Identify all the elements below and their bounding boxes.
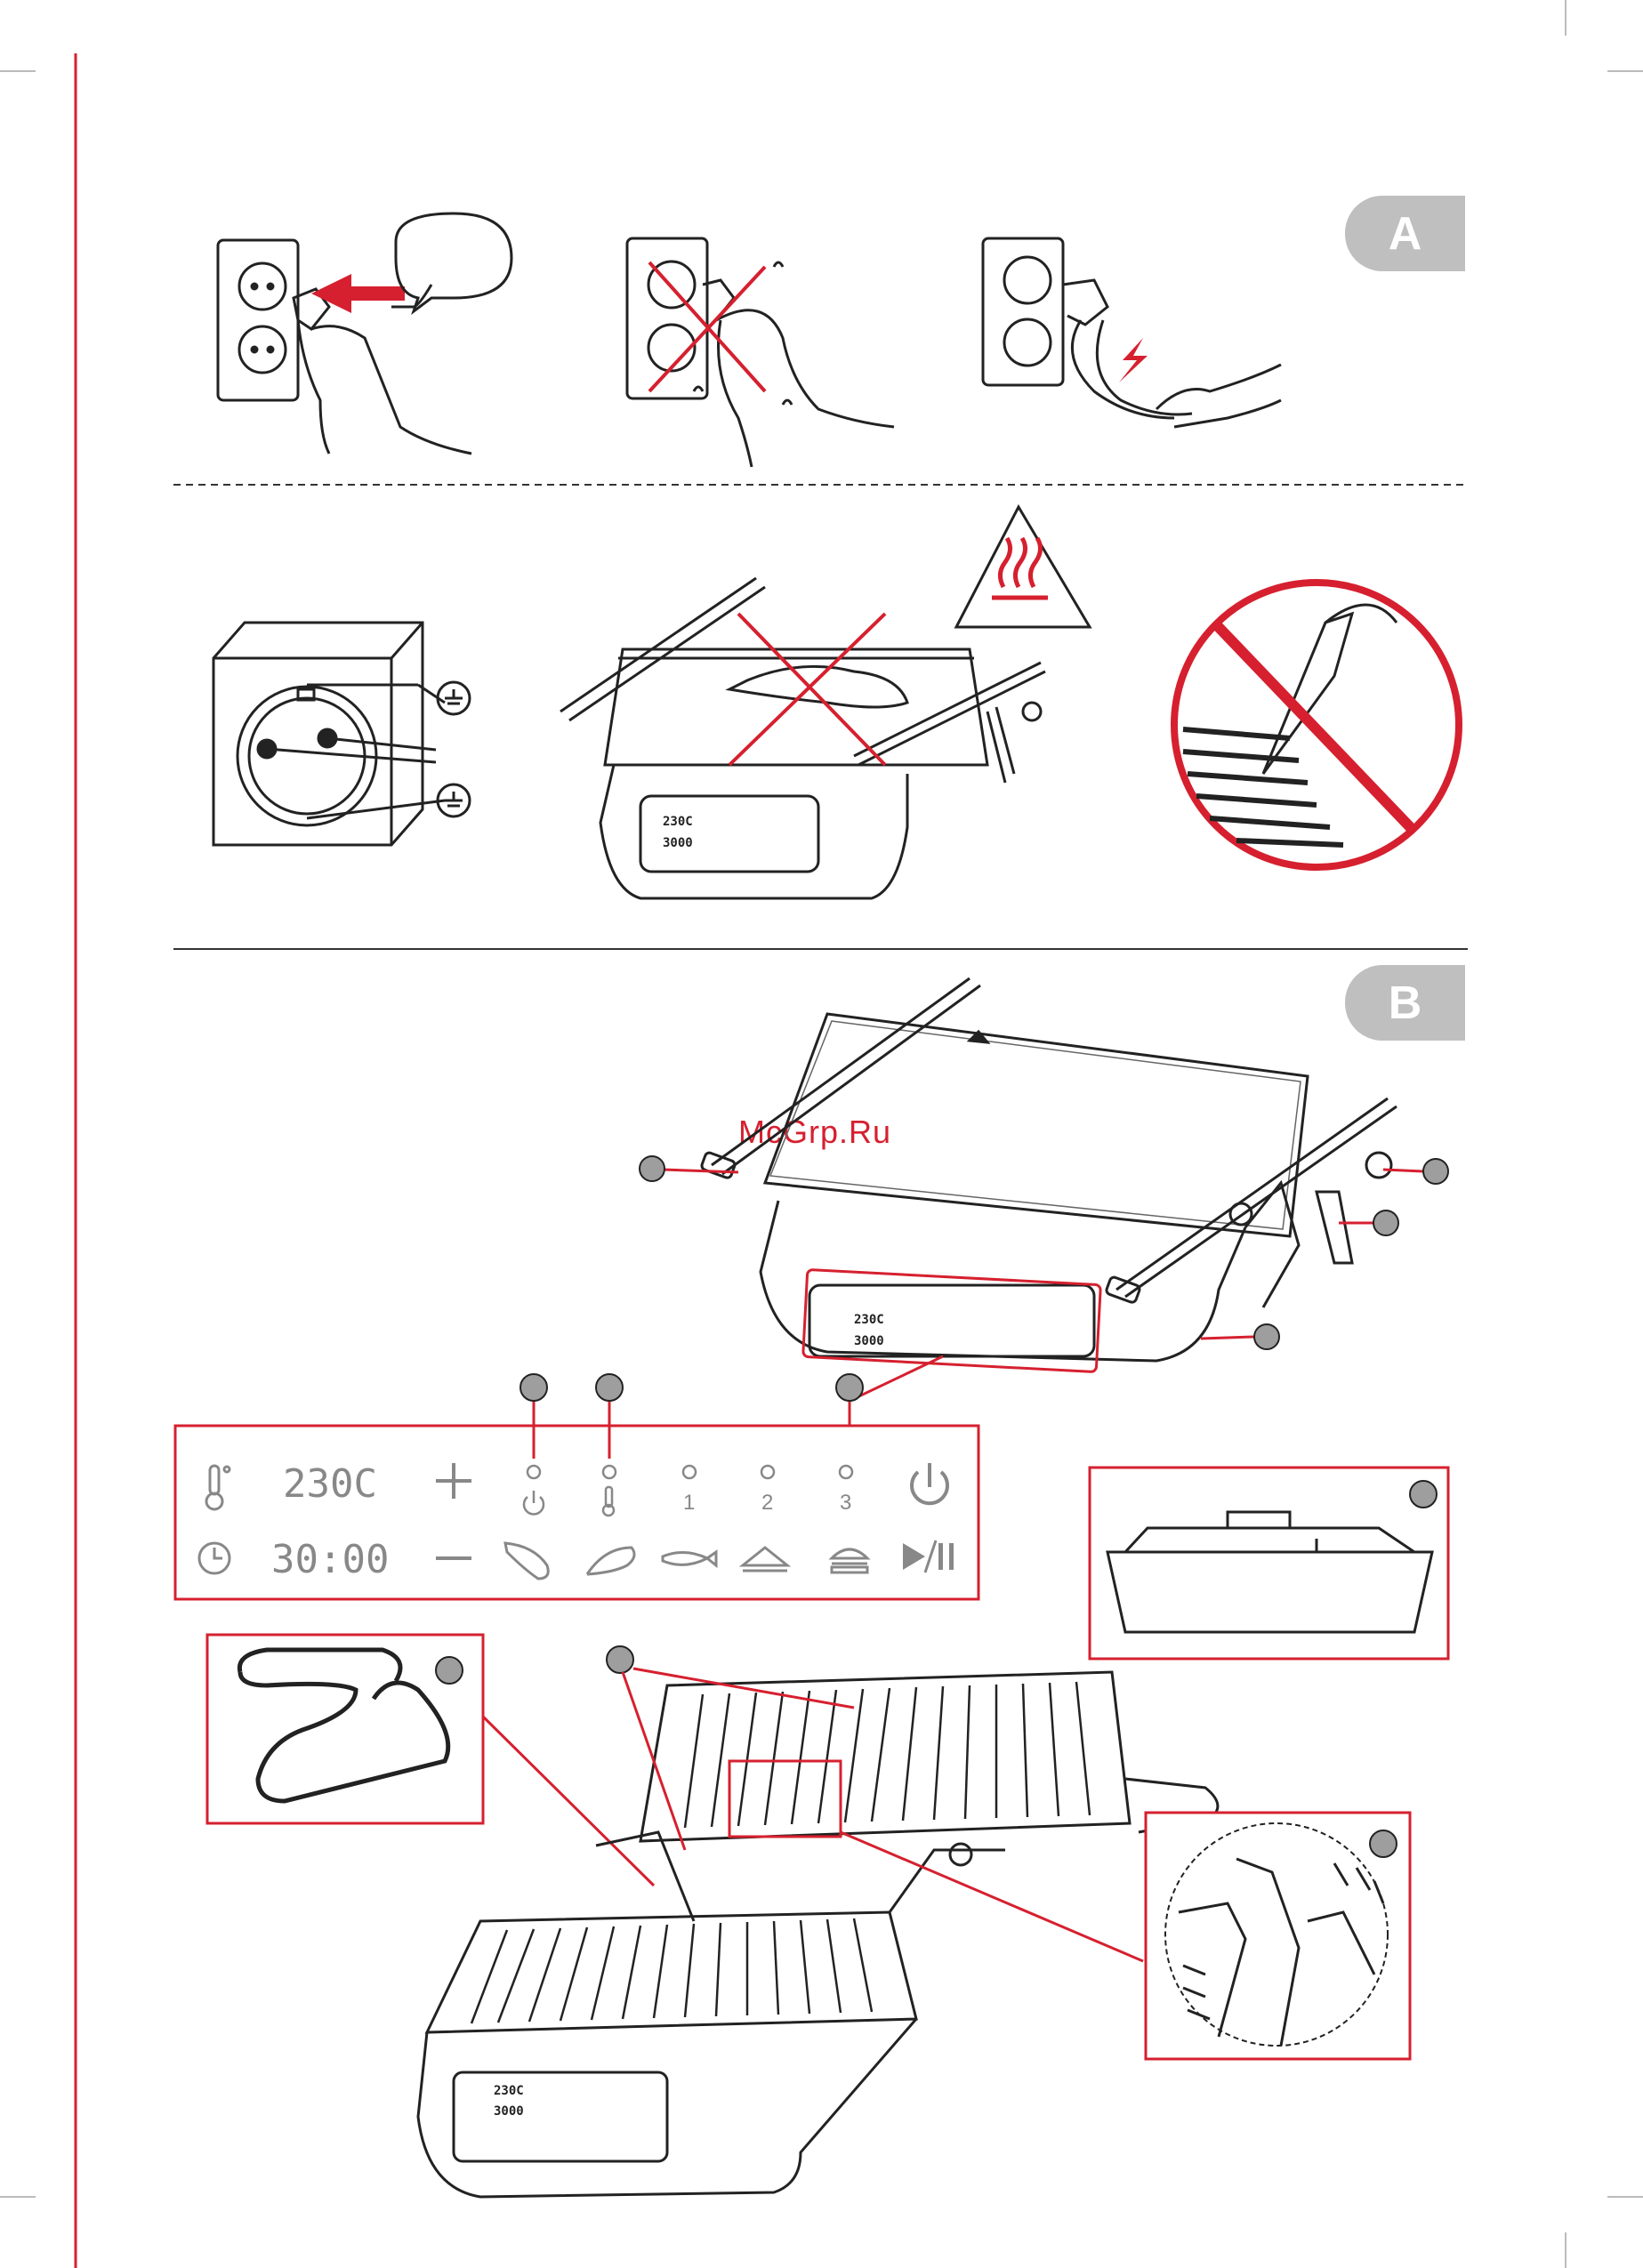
mini-temp-text-1: 230C xyxy=(663,815,693,829)
illustration-earthed-socket xyxy=(213,623,470,845)
program-3-label: 3 xyxy=(840,1491,851,1515)
mini-temp-text-3: 230C xyxy=(494,2084,524,2098)
speech-bubble xyxy=(396,213,511,311)
illustration-grill-open xyxy=(418,1672,1218,2197)
program-2-label: 2 xyxy=(761,1491,773,1515)
mini-temp-text-2: 230C xyxy=(854,1313,884,1327)
mini-timer-text-3: 3000 xyxy=(494,2104,524,2119)
mini-timer-text-1: 3000 xyxy=(663,836,693,850)
grill-hand-prohibited-cross xyxy=(729,614,885,765)
electric-spark-icon xyxy=(1119,338,1148,382)
hot-surface-warning-icon xyxy=(956,507,1090,627)
hinge-detail-illustration xyxy=(1146,1813,1410,2059)
temperature-display: 230C xyxy=(283,1461,377,1507)
arrow-icon xyxy=(311,274,405,313)
no-metal-utensils-icon xyxy=(1174,583,1459,867)
cleaning-tool-illustration xyxy=(207,1635,654,1886)
callout-markers-top xyxy=(640,1156,1448,1349)
illustration-pull-cord xyxy=(983,238,1281,427)
program-1-label: 1 xyxy=(683,1491,695,1515)
mini-timer-text-2: 3000 xyxy=(854,1334,884,1348)
control-panel-large: 230C 30:00 1 2 3 xyxy=(175,1356,979,1599)
timer-display: 30:00 xyxy=(271,1537,389,1582)
mini-control-panel-3: 230C 3000 xyxy=(494,2084,524,2119)
mini-control-panel-1: 230C 3000 xyxy=(663,815,693,850)
mini-control-panel-2: 230C 3000 xyxy=(854,1313,884,1348)
illustration-plug-insert xyxy=(218,240,471,454)
drip-tray-illustration xyxy=(1090,1468,1448,1659)
